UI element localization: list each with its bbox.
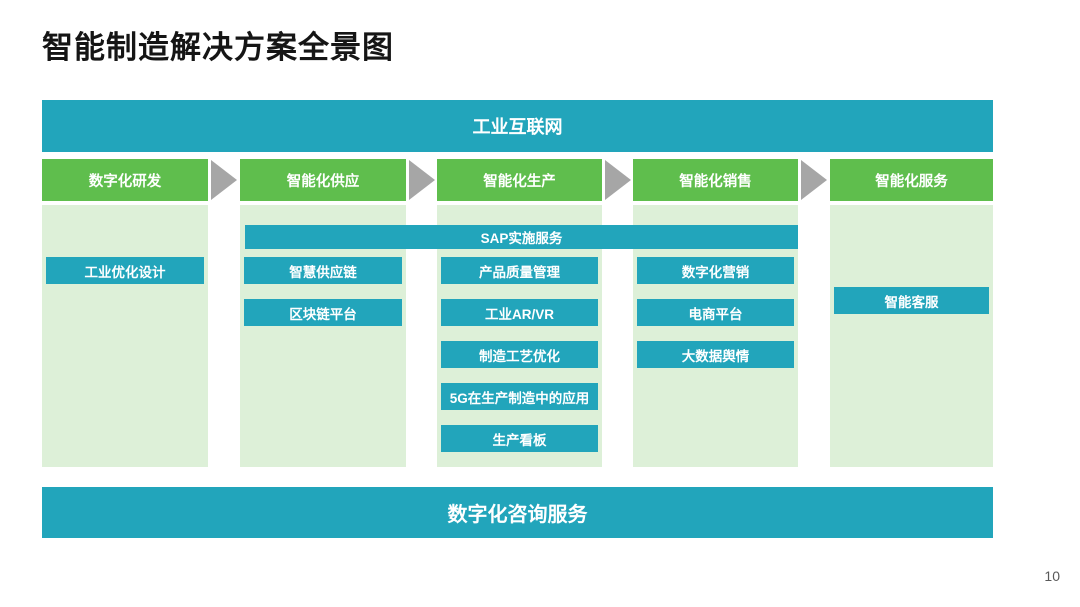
sap-banner-label: SAP实施服务 <box>480 231 563 246</box>
flow-arrow-icon <box>801 160 827 200</box>
bottom-banner-label: 数字化咨询服务 <box>447 504 588 526</box>
solution-box: 数字化营销 <box>637 257 794 284</box>
sap-banner: SAP实施服务 <box>245 225 798 249</box>
column-header-4: 智能化销售 <box>633 159 798 201</box>
bottom-banner: 数字化咨询服务 <box>42 487 993 538</box>
page-number: 10 <box>1044 568 1060 584</box>
column-header-3: 智能化生产 <box>437 159 602 201</box>
solution-box: 工业AR/VR <box>441 299 598 326</box>
column-header-5: 智能化服务 <box>830 159 993 201</box>
flow-arrow-icon <box>409 160 435 200</box>
column-header-1: 数字化研发 <box>42 159 208 201</box>
flow-arrow-icon <box>605 160 631 200</box>
solution-box: 大数据舆情 <box>637 341 794 368</box>
top-banner-label: 工业互联网 <box>472 117 563 137</box>
column-body-5 <box>830 205 993 467</box>
solution-box: 智能客服 <box>834 287 989 314</box>
flow-arrow-icon <box>211 160 237 200</box>
column-header-2: 智能化供应 <box>240 159 406 201</box>
solution-box: 5G在生产制造中的应用 <box>441 383 598 410</box>
top-banner: 工业互联网 <box>42 100 993 152</box>
column-body-1 <box>42 205 208 467</box>
solution-box: 电商平台 <box>637 299 794 326</box>
solution-box: 制造工艺优化 <box>441 341 598 368</box>
solution-box: 区块链平台 <box>244 299 402 326</box>
solution-box: 工业优化设计 <box>46 257 204 284</box>
page-title: 智能制造解决方案全景图 <box>42 30 394 65</box>
solution-box: 智慧供应链 <box>244 257 402 284</box>
solution-box: 生产看板 <box>441 425 598 452</box>
solution-box: 产品质量管理 <box>441 257 598 284</box>
